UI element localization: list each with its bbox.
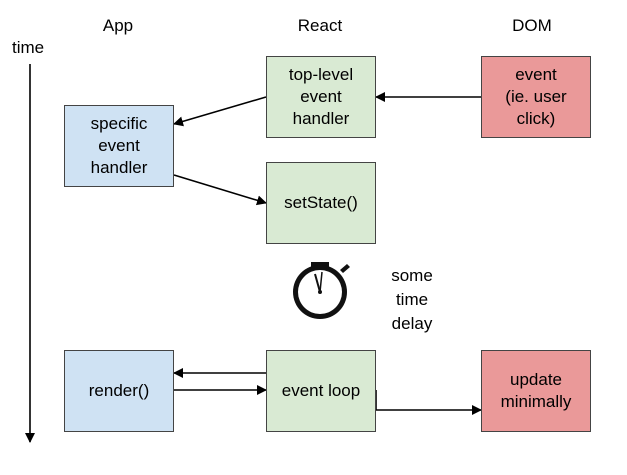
top-level-event-handler-label: top-level event handler bbox=[288, 65, 354, 128]
event-loop-box: event loop bbox=[266, 350, 376, 432]
top-level-event-handler-box: top-level event handler bbox=[266, 56, 376, 138]
setstate-label: setState() bbox=[284, 193, 358, 212]
time-axis-label: time bbox=[12, 38, 45, 57]
column-header-app: App bbox=[102, 16, 134, 35]
arrow-specific-to-setstate bbox=[173, 174, 267, 206]
arrow-eventloop-to-update bbox=[375, 390, 482, 415]
stopwatch-icon bbox=[293, 262, 350, 319]
event-loop-label: event loop bbox=[281, 381, 361, 400]
update-minimally-box: update minimally bbox=[481, 350, 591, 432]
dom-event-box: event (ie. user click) bbox=[481, 56, 591, 138]
render-box: render() bbox=[64, 350, 174, 432]
dom-event-label: event (ie. user click) bbox=[505, 65, 567, 128]
arrow-toplevel-to-specific bbox=[173, 96, 267, 127]
setstate-box: setState() bbox=[266, 162, 376, 244]
specific-event-handler-box: specific event handler bbox=[64, 105, 174, 187]
specific-event-handler-label: specific event handler bbox=[90, 114, 148, 177]
time-delay-label: some time delay bbox=[391, 266, 433, 333]
render-label: render() bbox=[88, 381, 150, 400]
column-header-dom: DOM bbox=[512, 16, 552, 35]
column-header-react: React bbox=[297, 16, 343, 35]
update-minimally-label: update minimally bbox=[500, 370, 572, 411]
